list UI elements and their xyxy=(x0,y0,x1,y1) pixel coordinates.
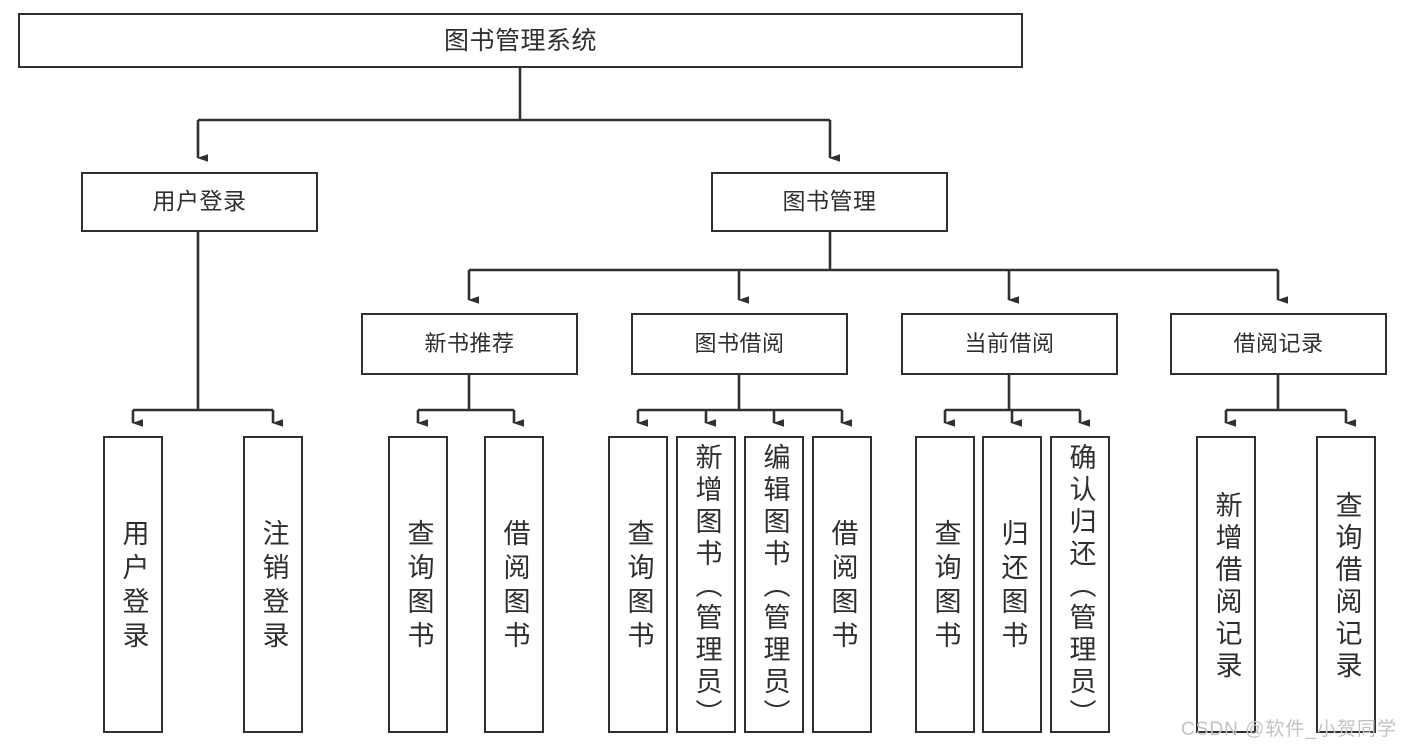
node-label: 查询图书 xyxy=(930,518,961,655)
leaf-book-borrow-edit[interactable]: 编辑图书（管理员） xyxy=(744,436,804,733)
node-label: 图书借阅 xyxy=(694,330,785,356)
node-borrow-record[interactable]: 借阅记录 xyxy=(1170,313,1387,375)
node-label: 查询图书 xyxy=(403,518,434,655)
leaf-new-book-query[interactable]: 查询图书 xyxy=(388,436,448,733)
node-book-management[interactable]: 图书管理 xyxy=(711,172,948,232)
node-label: 新增图书（管理员） xyxy=(691,442,722,731)
node-label: 借阅图书 xyxy=(499,518,530,655)
leaf-borrow-record-query[interactable]: 查询借阅记录 xyxy=(1316,436,1376,733)
node-book-borrow[interactable]: 图书借阅 xyxy=(631,313,848,375)
leaf-current-borrow-confirm-return[interactable]: 确认归还（管理员） xyxy=(1050,436,1110,733)
node-current-borrow[interactable]: 当前借阅 xyxy=(901,313,1118,375)
leaf-book-borrow-add[interactable]: 新增图书（管理员） xyxy=(676,436,736,733)
node-label: 当前借阅 xyxy=(964,330,1055,356)
leaf-new-book-borrow[interactable]: 借阅图书 xyxy=(484,436,544,733)
node-label: 图书管理 xyxy=(782,188,877,215)
leaf-user-login-login[interactable]: 用户登录 xyxy=(103,436,163,733)
node-root-system[interactable]: 图书管理系统 xyxy=(18,13,1023,68)
watermark-text: CSDN @软件_小贺同学 xyxy=(1181,719,1397,740)
leaf-user-login-logout[interactable]: 注销登录 xyxy=(243,436,303,733)
node-label: 注销登录 xyxy=(258,518,289,655)
node-label: 查询借阅记录 xyxy=(1331,490,1362,683)
node-label: 归还图书 xyxy=(997,518,1028,655)
leaf-borrow-record-add[interactable]: 新增借阅记录 xyxy=(1196,436,1256,733)
leaf-current-borrow-return[interactable]: 归还图书 xyxy=(982,436,1042,733)
node-label: 用户登录 xyxy=(118,518,149,655)
node-label: 新增借阅记录 xyxy=(1211,490,1242,683)
node-user-login[interactable]: 用户登录 xyxy=(81,172,318,232)
node-new-book-recommend[interactable]: 新书推荐 xyxy=(361,313,578,375)
node-label: 借阅图书 xyxy=(827,518,858,655)
node-label: 图书管理系统 xyxy=(443,26,597,55)
node-label: 查询图书 xyxy=(623,518,654,655)
node-label: 用户登录 xyxy=(152,188,247,215)
node-label: 新书推荐 xyxy=(424,330,515,356)
leaf-current-borrow-query[interactable]: 查询图书 xyxy=(915,436,975,733)
leaf-book-borrow-borrow[interactable]: 借阅图书 xyxy=(812,436,872,733)
node-label: 借阅记录 xyxy=(1233,330,1324,356)
leaf-book-borrow-query[interactable]: 查询图书 xyxy=(608,436,668,733)
node-label: 确认归还（管理员） xyxy=(1065,442,1096,731)
node-label: 编辑图书（管理员） xyxy=(759,442,790,731)
